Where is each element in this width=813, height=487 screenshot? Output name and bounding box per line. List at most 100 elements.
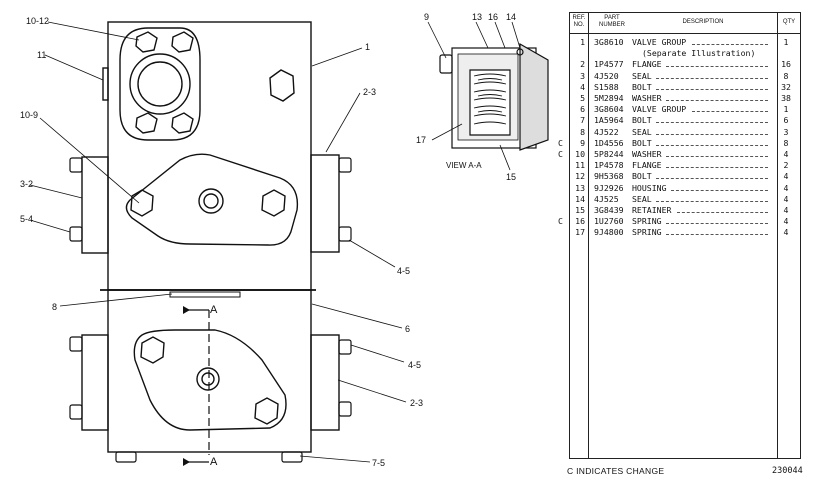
ref-number: 13 bbox=[575, 182, 585, 193]
part-number: 9J4800 bbox=[594, 227, 624, 238]
quantity: 1 bbox=[783, 37, 789, 47]
part-number: 1A5964 bbox=[594, 115, 624, 126]
part-number: 1D4556 bbox=[594, 137, 624, 148]
callout: 1 bbox=[365, 42, 370, 52]
callout: 11 bbox=[37, 50, 46, 60]
left-port-upper bbox=[81, 156, 109, 254]
description: FLANGE bbox=[632, 59, 662, 70]
hex-plug bbox=[269, 69, 295, 102]
leader-dots bbox=[655, 200, 768, 202]
ref-number: 12 bbox=[575, 171, 585, 182]
description: WASHER bbox=[632, 149, 662, 159]
description: SEAL bbox=[632, 193, 652, 204]
description: SPRING bbox=[632, 216, 662, 227]
leader-dots bbox=[692, 44, 768, 45]
right-port-upper bbox=[310, 154, 340, 253]
section-line bbox=[183, 306, 210, 466]
divider bbox=[588, 13, 589, 458]
callout: 15 bbox=[506, 172, 516, 182]
quantity: 2 bbox=[783, 160, 789, 171]
callout: 6 bbox=[405, 324, 410, 334]
leader-dots bbox=[692, 111, 768, 113]
quantity: 4 bbox=[783, 171, 789, 182]
ref-number: 10 bbox=[575, 149, 585, 159]
ref-number: 11 bbox=[575, 160, 585, 171]
part-number: 4J522 bbox=[594, 126, 619, 137]
ref-number: 5 bbox=[580, 93, 585, 103]
ref-number: 8 bbox=[580, 126, 585, 137]
leader-dots bbox=[666, 66, 768, 68]
table-row: 17 9J4800 SPRING 4 bbox=[570, 227, 800, 238]
description: SEAL bbox=[632, 70, 652, 81]
quantity: 4 bbox=[783, 205, 789, 215]
callout: 14 bbox=[506, 12, 516, 22]
part-number: 5P8244 bbox=[594, 149, 624, 159]
description: SEAL bbox=[632, 126, 652, 137]
quantity: 4 bbox=[783, 193, 789, 204]
lower-cover-plate bbox=[133, 329, 287, 431]
leader-lines bbox=[29, 21, 407, 463]
parts-list-header: REF. NO. PART NUMBER DESCRIPTION QTY bbox=[570, 13, 800, 34]
parts-list-table: REF. NO. PART NUMBER DESCRIPTION QTY 1 3G… bbox=[558, 12, 801, 459]
ref-number: 2 bbox=[580, 59, 585, 70]
ref-number: 14 bbox=[575, 193, 585, 204]
quantity: 16 bbox=[781, 59, 791, 70]
quantity: 8 bbox=[783, 70, 789, 81]
callout-labels: 10-12 11 1 2-3 10-9 3-2 5-4 8 6 4-5 4-5 … bbox=[20, 12, 516, 468]
callout: 16 bbox=[488, 12, 498, 22]
ref-number: 9 bbox=[580, 137, 585, 148]
description: VALVE GROUP bbox=[632, 104, 687, 115]
ref-number: 7 bbox=[580, 115, 585, 126]
callout: 10-12 bbox=[26, 16, 49, 26]
ref-number: 17 bbox=[575, 227, 585, 238]
quantity: 4 bbox=[783, 149, 789, 159]
quantity: 8 bbox=[783, 137, 789, 148]
seal-strip bbox=[169, 291, 241, 298]
header-ref: REF. NO. bbox=[572, 15, 586, 28]
callout: 17 bbox=[416, 135, 426, 145]
section-view-a-a bbox=[427, 21, 549, 171]
change-note: C INDICATES CHANGE bbox=[567, 466, 665, 476]
upper-cover-plate bbox=[125, 153, 299, 246]
leader-dots bbox=[666, 167, 768, 169]
quantity: 4 bbox=[783, 182, 789, 193]
part-number: 3G8610 bbox=[594, 37, 624, 47]
part-number: 9J2926 bbox=[594, 182, 624, 193]
leader-dots bbox=[676, 212, 768, 213]
callout: 2-3 bbox=[363, 87, 376, 97]
change-marker: C bbox=[558, 149, 563, 159]
leader-dots bbox=[666, 234, 768, 236]
callout: 7-5 bbox=[372, 458, 385, 468]
quantity: 4 bbox=[783, 227, 789, 238]
ref-number: 4 bbox=[580, 81, 585, 92]
ref-number: 15 bbox=[575, 205, 585, 215]
change-marker: C bbox=[558, 137, 563, 148]
description: BOLT bbox=[632, 115, 652, 126]
description: FLANGE bbox=[632, 160, 662, 171]
change-marker: C bbox=[558, 216, 563, 227]
description: HOUSING bbox=[632, 182, 667, 193]
quantity: 38 bbox=[781, 93, 791, 103]
table-row: C 10 5P8244 WASHER 4 bbox=[558, 149, 800, 160]
divider bbox=[777, 13, 778, 458]
description: SPRING bbox=[632, 227, 662, 238]
callout: 4-5 bbox=[397, 266, 410, 276]
quantity: 6 bbox=[783, 115, 789, 126]
quantity: 4 bbox=[783, 216, 789, 227]
callout: 5-4 bbox=[20, 214, 33, 224]
view-label: VIEW A-A bbox=[446, 161, 482, 170]
part-number: 5M2894 bbox=[594, 93, 624, 103]
description: (Separate Illustration) bbox=[642, 48, 756, 59]
table-row: 13 9J2926 HOUSING 4 bbox=[570, 183, 800, 194]
leader-dots bbox=[655, 122, 768, 124]
illustration-number: 230044 bbox=[772, 466, 803, 476]
leader-dots bbox=[666, 156, 768, 157]
leader-dots bbox=[666, 100, 768, 101]
part-number: 3G8439 bbox=[594, 205, 624, 215]
